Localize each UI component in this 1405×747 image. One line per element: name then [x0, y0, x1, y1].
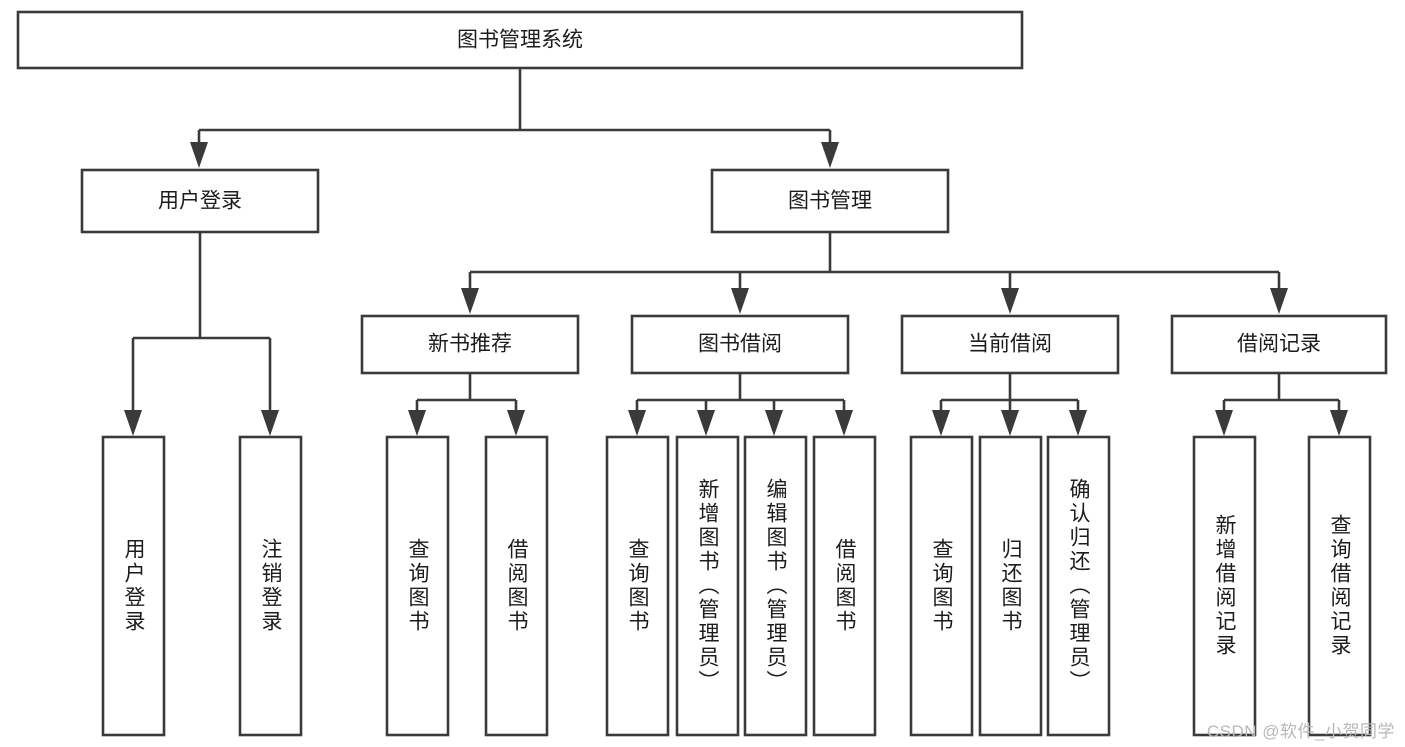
- arrow-head-new-book-recommend: [461, 288, 479, 314]
- node-book-borrow[interactable]: 图书借阅: [630, 314, 850, 375]
- node-book-manage[interactable]: 图书管理: [710, 168, 950, 234]
- node-user-login-label: 用户登录: [158, 190, 242, 213]
- arrow-head-leaf-bb-4: [835, 410, 853, 436]
- arrow-head-leaf-nbr-1: [408, 410, 426, 436]
- arrow-head-current-borrow: [1001, 288, 1019, 314]
- leaf-box-cb-1[interactable]: [909, 435, 974, 737]
- node-borrow-record-label: 借阅记录: [1237, 333, 1321, 356]
- leaf-box-cb-3[interactable]: [1046, 435, 1111, 737]
- node-user-login[interactable]: 用户登录: [80, 168, 320, 234]
- arrow-head-leaf-br-2: [1330, 410, 1348, 436]
- arrow-head-leaf-user-login-1: [124, 410, 142, 436]
- leaf-box-bb-2[interactable]: [675, 435, 740, 737]
- leaf-box-bb-3[interactable]: [743, 435, 808, 737]
- node-new-book-recommend[interactable]: 新书推荐: [360, 314, 580, 375]
- arrow-head-leaf-cb-1: [932, 410, 950, 436]
- node-book-manage-label: 图书管理: [788, 190, 872, 213]
- arrow-head-leaf-nbr-2: [507, 410, 525, 436]
- node-root-box[interactable]: [16, 10, 1024, 70]
- arrow-head-leaf-bb-1: [628, 410, 646, 436]
- arrow-head-leaf-br-1: [1215, 410, 1233, 436]
- arrow-head-leaf-cb-3: [1069, 410, 1087, 436]
- node-borrow-record[interactable]: 借阅记录: [1170, 314, 1388, 375]
- connector-user-login-to-leaves: [124, 232, 279, 436]
- arrow-head-book-borrow: [731, 288, 749, 314]
- node-current-borrow-box[interactable]: [900, 314, 1120, 375]
- node-book-manage-box[interactable]: [710, 168, 950, 234]
- arrow-head-user-login: [190, 142, 208, 168]
- leaf-box-bb-4[interactable]: [812, 435, 877, 737]
- node-borrow-record-box[interactable]: [1170, 314, 1388, 375]
- leaf-box-user-login-2[interactable]: [238, 435, 303, 737]
- node-new-book-recommend-label: 新书推荐: [428, 333, 512, 356]
- arrow-head-borrow-record: [1270, 288, 1288, 314]
- leaf-box-bb-1[interactable]: [605, 435, 670, 737]
- connector-new-book-recommend-to-leaves: [408, 373, 525, 436]
- arrow-head-book-manage: [821, 142, 839, 168]
- connector-current-borrow-to-leaves: [932, 373, 1087, 436]
- leaf-box-br-1[interactable]: [1192, 435, 1257, 737]
- leaf-box-br-2[interactable]: [1307, 435, 1372, 737]
- node-book-borrow-box[interactable]: [630, 314, 850, 375]
- arrow-head-leaf-bb-3: [765, 410, 783, 436]
- node-root[interactable]: 图书管理系统: [16, 10, 1024, 70]
- leaf-box-nbr-1[interactable]: [385, 435, 450, 737]
- connector-borrow-record-to-leaves: [1215, 373, 1348, 436]
- node-current-borrow-label: 当前借阅: [968, 333, 1052, 356]
- node-new-book-recommend-box[interactable]: [360, 314, 580, 375]
- node-current-borrow[interactable]: 当前借阅: [900, 314, 1120, 375]
- connector-book-manage-to-level3: [461, 232, 1288, 314]
- node-book-borrow-label: 图书借阅: [698, 333, 782, 356]
- connector-root-to-level2: [190, 68, 839, 168]
- arrow-head-leaf-cb-2: [1001, 410, 1019, 436]
- leaf-box-user-login-1[interactable]: [101, 435, 166, 737]
- leaf-box-cb-2[interactable]: [978, 435, 1043, 737]
- arrow-head-leaf-user-login-2: [261, 410, 279, 436]
- connector-book-borrow-to-leaves: [628, 373, 853, 436]
- watermark: CSDN @软件_小贺同学: [1206, 722, 1395, 741]
- node-root-label: 图书管理系统: [457, 29, 583, 52]
- arrow-head-leaf-bb-2: [697, 410, 715, 436]
- leaf-box-nbr-2[interactable]: [484, 435, 549, 737]
